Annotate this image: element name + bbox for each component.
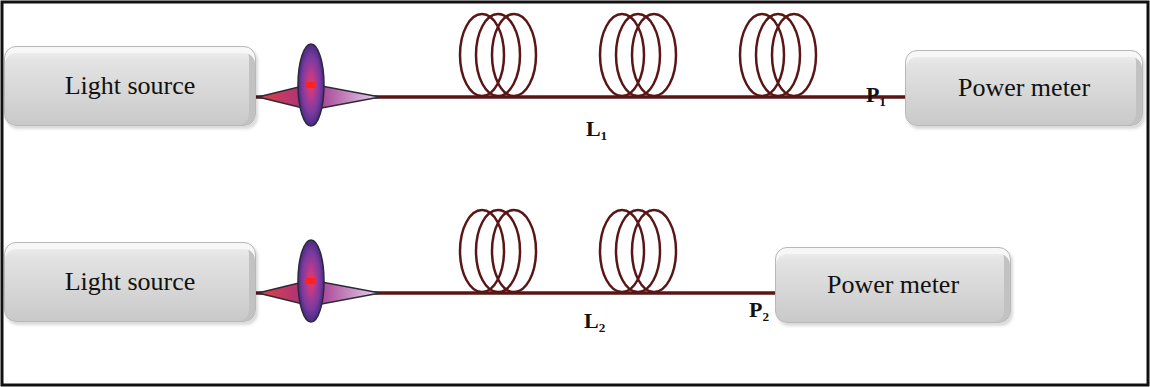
- lens: [298, 240, 324, 322]
- length-label: L₁: [586, 118, 607, 140]
- power-meter-box: Power meter: [775, 247, 1011, 323]
- fiber-coils: [460, 14, 816, 292]
- coil-winding: [492, 210, 536, 292]
- lens-spot: [305, 82, 315, 88]
- light-source-box: Light source: [4, 242, 256, 322]
- power-label: P₂: [749, 299, 769, 321]
- beam-lens-top: [258, 44, 380, 126]
- device-label: Power meter: [827, 271, 959, 300]
- lens-spot: [305, 278, 315, 284]
- lens: [298, 44, 324, 126]
- device-label: Light source: [65, 268, 196, 297]
- light-source-box: Light source: [4, 46, 256, 126]
- coil-winding: [632, 14, 676, 96]
- power-meter-box: Power meter: [905, 50, 1143, 126]
- length-label: L₂: [584, 310, 605, 332]
- power-label: P₁: [866, 84, 886, 106]
- coil-winding: [772, 14, 816, 96]
- beam-lens-bottom: [258, 240, 380, 322]
- device-label: Power meter: [958, 74, 1090, 103]
- coil-winding: [632, 210, 676, 292]
- device-label: Light source: [65, 72, 196, 101]
- coil-winding: [492, 14, 536, 96]
